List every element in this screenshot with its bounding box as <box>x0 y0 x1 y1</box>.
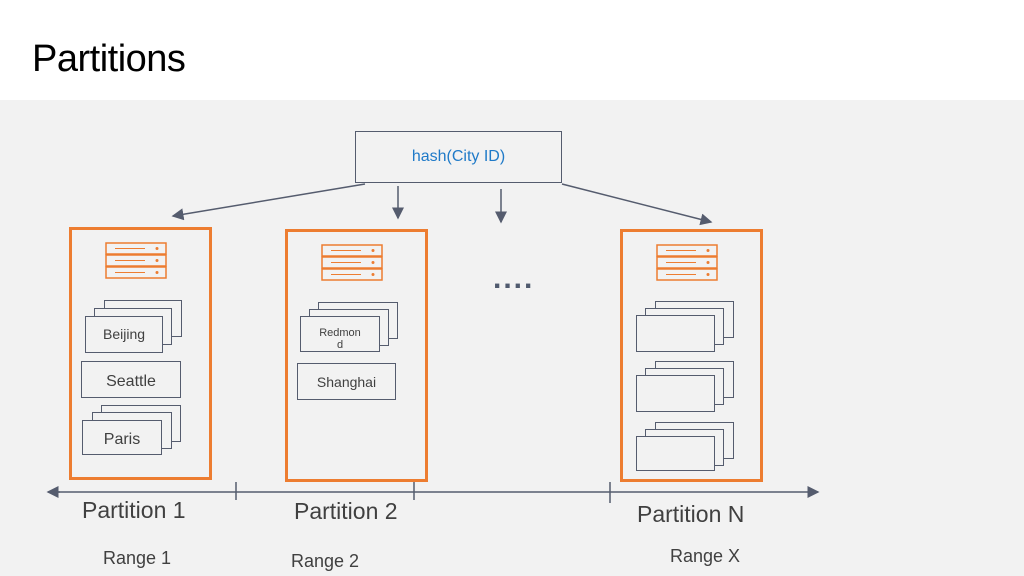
city-label-shanghai: Shanghai <box>316 374 377 390</box>
empty-card <box>636 436 715 471</box>
city-label-beijing: Beijing <box>102 326 146 342</box>
arrow-to-partition-n <box>561 183 713 226</box>
hash-function-label: hash(City ID) <box>411 148 506 165</box>
city-label-redmond: Redmon d <box>319 327 361 351</box>
server-stack-icon <box>656 244 718 281</box>
empty-card <box>636 315 715 352</box>
city-card-beijing <box>85 316 163 353</box>
page-title: Partitions <box>32 38 186 80</box>
hash-function-box: hash(City ID) <box>355 131 562 183</box>
server-stack-icon <box>321 244 383 281</box>
partition-2-box <box>285 229 428 482</box>
city-card-paris <box>82 420 162 455</box>
partition-1-box <box>69 227 212 480</box>
title-bar: Partitions <box>0 0 1024 100</box>
range-x-label: Range X <box>670 546 741 566</box>
city-label-paris: Paris <box>103 431 141 448</box>
ellipsis: .... <box>493 262 535 295</box>
city-card-redmond <box>300 316 380 352</box>
partition-1-label: Partition 1 <box>82 497 186 523</box>
range-1-label: Range 1 <box>103 548 172 568</box>
server-stack-icon <box>105 242 167 279</box>
partition-n-label: Partition N <box>637 501 745 527</box>
empty-card <box>636 375 715 412</box>
city-card-seattle <box>81 361 181 398</box>
city-card-shanghai <box>297 363 396 400</box>
city-label-seattle: Seattle <box>106 373 156 390</box>
partition-n-box <box>620 229 763 482</box>
range-2-label: Range 2 <box>291 551 360 571</box>
arrow-to-partition-1 <box>171 183 366 221</box>
partition-2-label: Partition 2 <box>294 498 398 524</box>
